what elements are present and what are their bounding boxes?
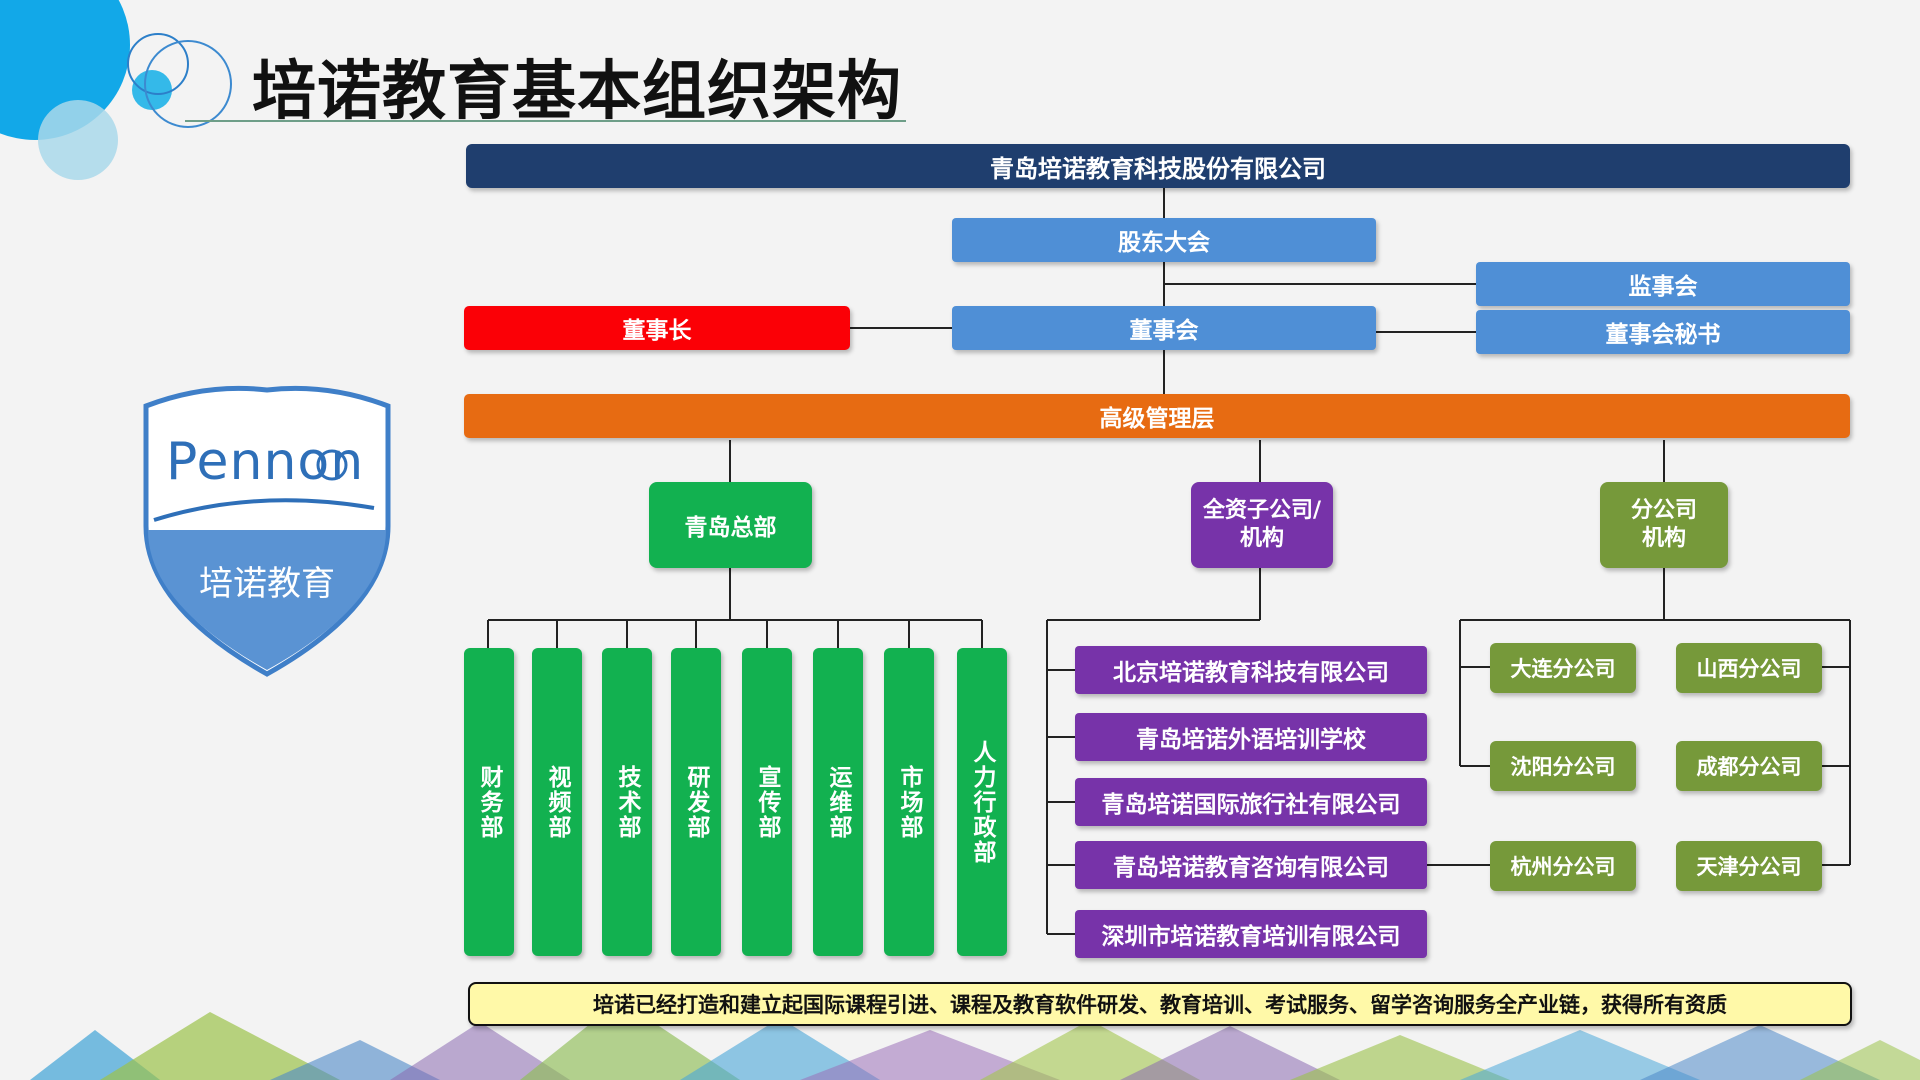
subsidiary-node: 青岛培诺国际旅行社有限公司 bbox=[1075, 778, 1427, 826]
senior-management-node: 高级管理层 bbox=[464, 394, 1850, 438]
branch-office-node: 成都分公司 bbox=[1676, 741, 1822, 791]
shield-icon bbox=[143, 385, 391, 677]
branch-office-node: 杭州分公司 bbox=[1490, 841, 1636, 891]
supervisors-node: 监事会 bbox=[1476, 262, 1850, 306]
department-node: 视频部 bbox=[532, 648, 582, 956]
page-title: 培诺教育基本组织架构 bbox=[252, 55, 902, 129]
department-node: 市场部 bbox=[884, 648, 934, 956]
branch-office-node: 山西分公司 bbox=[1676, 643, 1822, 693]
department-node: 财务部 bbox=[464, 648, 514, 956]
department-node: 技术部 bbox=[602, 648, 652, 956]
department-node: 人力行政部 bbox=[957, 648, 1007, 956]
chairman-node: 董事长 bbox=[464, 306, 850, 350]
branch-office-node: 大连分公司 bbox=[1490, 643, 1636, 693]
subsidiaries-node: 全资子公司/机构 bbox=[1191, 482, 1333, 568]
department-node: 运维部 bbox=[813, 648, 863, 956]
branch-offices-node: 分公司机构 bbox=[1600, 482, 1728, 568]
subsidiary-node: 北京培诺教育科技有限公司 bbox=[1075, 646, 1427, 694]
branch-office-node: 沈阳分公司 bbox=[1490, 741, 1636, 791]
department-node: 宣传部 bbox=[742, 648, 792, 956]
board-node: 董事会 bbox=[952, 306, 1376, 350]
branch-office-node: 天津分公司 bbox=[1676, 841, 1822, 891]
shareholders-node: 股东大会 bbox=[952, 218, 1376, 262]
logo-subtitle: 培诺教育 bbox=[199, 564, 335, 604]
board-secretary-node: 董事会秘书 bbox=[1476, 310, 1850, 354]
footer-note: 培诺已经打造和建立起国际课程引进、课程及教育软件研发、教育培训、考试服务、留学咨… bbox=[468, 982, 1852, 1026]
subsidiary-node: 深圳市培诺教育培训有限公司 bbox=[1075, 910, 1427, 958]
department-node: 研发部 bbox=[671, 648, 721, 956]
pennon-logo: Pennon 培诺教育 bbox=[136, 378, 398, 678]
logo-brand: Pennon bbox=[166, 432, 365, 492]
subsidiary-node: 青岛培诺教育咨询有限公司 bbox=[1075, 841, 1427, 889]
subsidiary-node: 青岛培诺外语培训学校 bbox=[1075, 713, 1427, 761]
company-node: 青岛培诺教育科技股份有限公司 bbox=[466, 144, 1850, 188]
hq-node: 青岛总部 bbox=[649, 482, 812, 568]
